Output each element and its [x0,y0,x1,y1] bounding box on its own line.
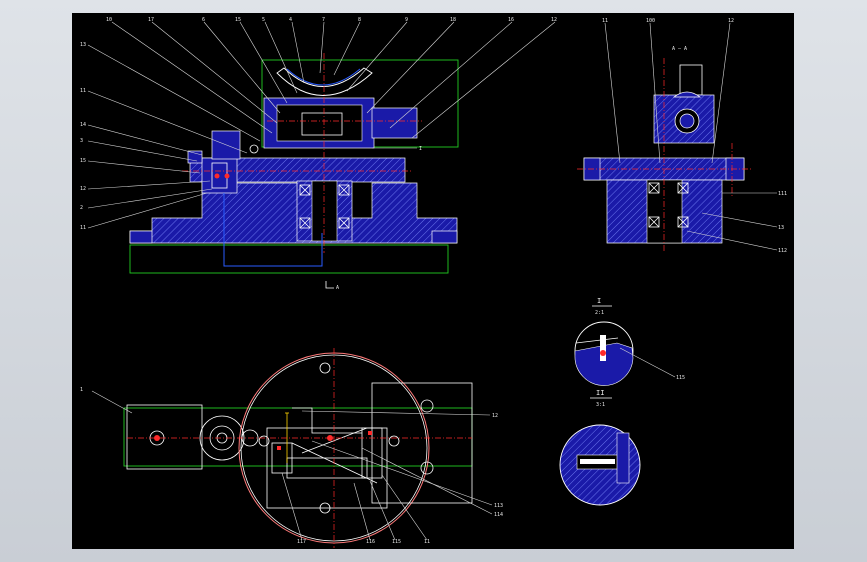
callout-6: 6 [202,17,205,23]
section-mark: A — A [672,46,687,52]
side-callout-112: 112 [778,248,787,254]
pulley-outer [199,415,245,461]
bearing-upper-right [338,184,350,196]
drawing-canvas[interactable]: A 10 17 [72,13,794,549]
detail-ref-I: I [419,146,422,152]
bearing-lower-left [299,217,311,229]
callout-12b: 12 [80,186,86,192]
detail-one-scale: 2:1 [595,310,604,316]
plan-callout-11: 11 [424,539,430,545]
callout-18: 18 [450,17,456,23]
callout-16: 16 [508,17,514,23]
callout-7: 7 [322,17,325,23]
callout-8: 8 [358,17,361,23]
plan-callout-116: 116 [366,539,375,545]
workpiece-arc [276,67,373,96]
front-left-leaders [87,44,261,229]
base-foot-right [431,230,458,244]
index-pin-left [214,173,220,179]
post-top [679,64,703,96]
callout-5: 5 [262,17,265,23]
envelope-outline-lower [129,244,449,274]
pivot-pin [249,144,259,154]
workpiece-arc-inner [286,68,361,86]
detail-one: I 2:1 115 [574,297,685,386]
callout-11: 11 [80,88,86,94]
front-bottom-tag: A [336,285,339,291]
adjust-screw [187,150,203,164]
column-bore [311,180,338,242]
detail-two-title: II [596,389,604,397]
callout-17: 17 [148,17,154,23]
front-view: A 10 17 [80,17,557,291]
detail-two-screw [580,459,615,464]
clamp-cylinder [371,107,418,139]
detail-two: II 3:1 [559,389,641,506]
bearing-lower-right [338,217,350,229]
base-foot-left [129,230,153,244]
callout-14: 14 [80,122,86,128]
side-view: A — A [577,18,787,254]
callout-13: 13 [80,42,86,48]
side-callout-12: 12 [728,18,734,24]
side-callout-100: 100 [646,18,655,24]
side-callout-13: 13 [778,225,784,231]
callout-2: 2 [80,205,83,211]
detail-one-callout: 115 [676,375,685,381]
plan-view: 1 12 113 114 117 116 115 11 [80,348,503,548]
plan-callout-114: 114 [494,512,503,518]
right-bracket [371,382,473,504]
callout-15b: 15 [80,158,86,164]
plan-callout-1: 1 [80,387,83,393]
callout-3: 3 [80,138,83,144]
front-left-labels: 13 11 14 3 15 12 2 11 [80,42,86,231]
front-top-labels: 10 17 6 15 5 4 7 8 9 18 16 12 [106,17,557,23]
callout-9: 9 [405,17,408,23]
left-arm [126,404,203,470]
assembly-drawing: A 10 17 [80,17,787,548]
callout-4: 4 [289,17,292,23]
clamp-lever [301,427,368,454]
plan-callout-117: 117 [297,539,306,545]
plan-envelope [123,407,473,467]
bearing-upper-left [299,184,311,196]
index-pin-right [224,173,230,179]
callout-12: 12 [551,17,557,23]
side-callout-111: 111 [778,191,787,197]
callout-10: 10 [106,17,112,23]
detail-two-scale: 3:1 [596,402,605,408]
front-top-leaders [111,21,556,139]
plan-callout-115: 115 [392,539,401,545]
clamp-frame [266,427,388,509]
detail-one-screw [600,335,606,361]
plan-callout-113: 113 [494,503,503,509]
callout-11b: 11 [80,225,86,231]
side-callout-11: 11 [602,18,608,24]
plan-callout-12: 12 [492,413,498,419]
locating-block [201,157,238,194]
detail-one-title: I [597,297,601,305]
callout-15: 15 [235,17,241,23]
base-casting [129,182,458,244]
